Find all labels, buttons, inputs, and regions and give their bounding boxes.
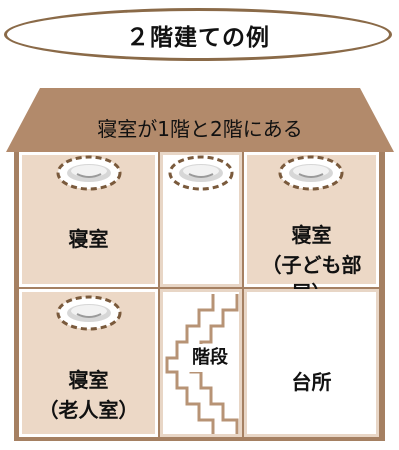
smoke-detector-icon (56, 295, 122, 331)
title-banner: ２階建ての例 (4, 8, 392, 61)
room-stairs: 階段 (160, 289, 242, 437)
roof (6, 88, 394, 152)
room-bedroom-1f: 寝室 （老人室） (19, 289, 158, 437)
smoke-detector-icon (278, 155, 344, 191)
room-label: 寝室 (68, 368, 109, 392)
room-label: 台所 (291, 370, 332, 394)
smoke-detector-icon (56, 155, 122, 191)
roof-label: 寝室が1階と2階にある (97, 116, 303, 141)
title-text: ２階建ての例 (126, 24, 270, 51)
room-label: 寝室 (68, 227, 109, 251)
room-label: 階段 (183, 344, 237, 372)
smoke-detector-icon (168, 155, 234, 191)
room-label: 寝室 (291, 223, 332, 247)
room-kitchen: 台所 (244, 289, 379, 437)
room-sublabel: （老人室） (38, 398, 139, 422)
